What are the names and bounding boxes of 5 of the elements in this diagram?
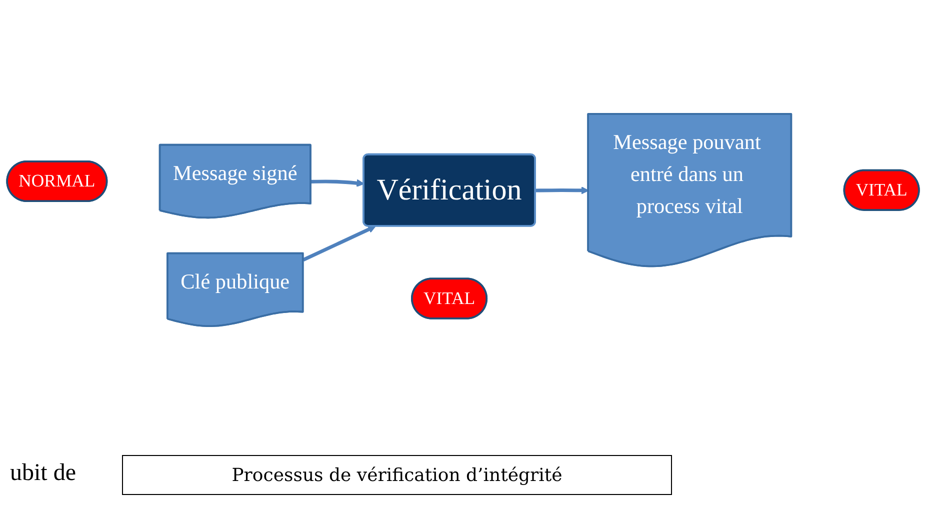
caption: Processus de vérification d’intégrité — [122, 455, 672, 495]
arrow — [310, 179, 364, 187]
text-fragment: ubit de — [10, 460, 76, 486]
arrow — [535, 186, 589, 194]
arrow — [302, 226, 376, 262]
